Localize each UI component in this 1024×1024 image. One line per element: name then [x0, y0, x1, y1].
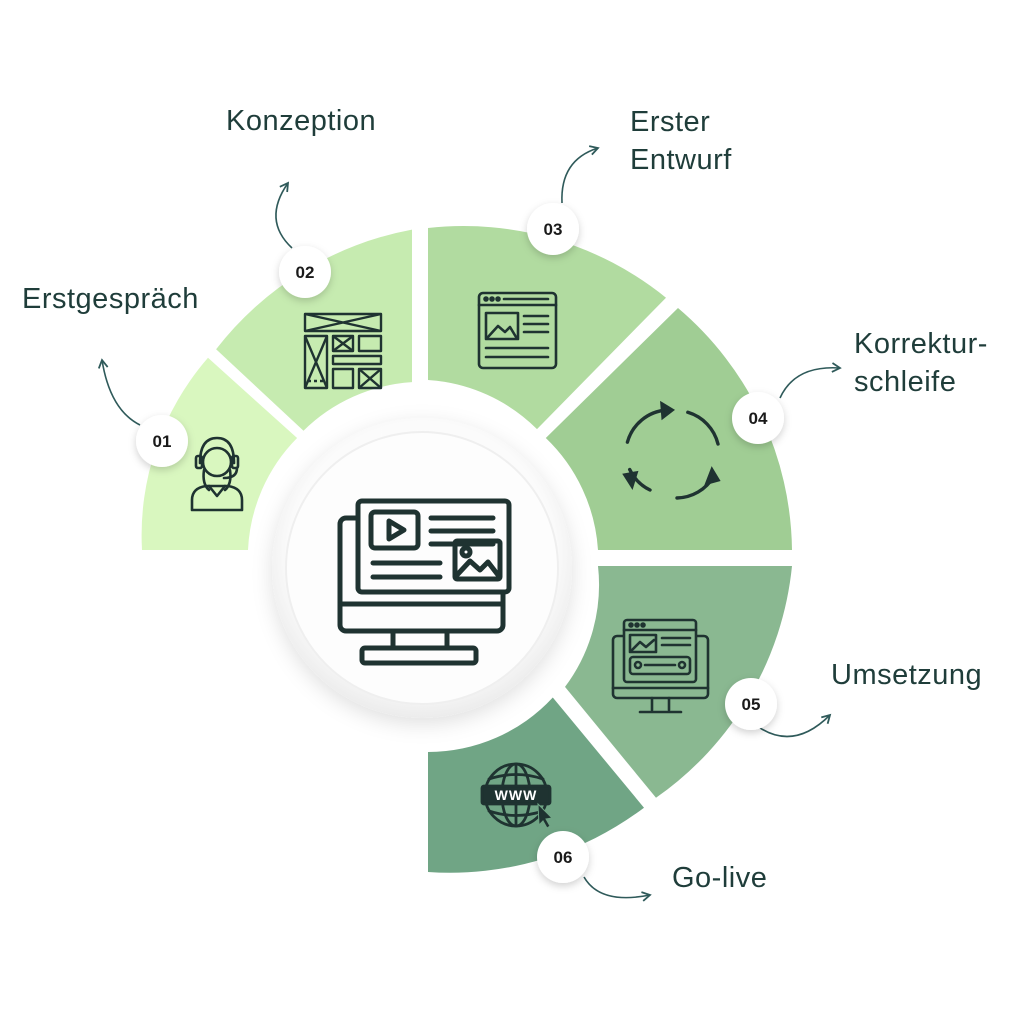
headset-person-icon: [190, 436, 244, 512]
badge-05-number: 05: [742, 695, 761, 714]
wireframe-layout-icon: [303, 312, 383, 390]
website-monitor-icon: [611, 618, 710, 714]
arrow-06: [583, 876, 652, 902]
badge-01: 01: [136, 415, 188, 467]
monitor-media-icon: [337, 498, 512, 666]
badge-02: 02: [279, 246, 331, 298]
arrow-03: [561, 145, 600, 204]
badge-03: 03: [527, 203, 579, 255]
badge-05: 05: [725, 678, 777, 730]
step-label-erstgespraech: Erstgespräch: [22, 283, 199, 315]
step-label-umsetzung: Umsetzung: [831, 659, 983, 691]
badge-04: 04: [732, 392, 784, 444]
refresh-cycle-icon: [622, 400, 721, 500]
badge-04-number: 04: [749, 409, 768, 428]
arrow-04: [779, 362, 842, 399]
step-label-konzeption: Konzeption: [226, 105, 377, 137]
segment-04: [545, 308, 792, 550]
arrow-02: [275, 181, 293, 249]
step-label-go-live: Go-live: [672, 862, 768, 894]
segment-03: [428, 226, 666, 430]
badge-01-number: 01: [153, 432, 172, 451]
badge-02-number: 02: [296, 263, 315, 282]
step-label-korrekturschleife: Korrektur-schleife: [854, 328, 988, 398]
browser-draft-icon: [477, 291, 558, 370]
badge-03-number: 03: [544, 220, 563, 239]
svg-text:WWW: WWW: [495, 787, 538, 803]
arrow-01: [97, 358, 141, 426]
segment-01: [141, 357, 298, 550]
badge-06-number: 06: [554, 848, 573, 867]
www-globe-icon: WWW: [480, 762, 554, 829]
number-badges: 01 02 03 04 05 06: [136, 203, 784, 883]
arrow-05: [759, 713, 832, 738]
badge-06: 06: [537, 831, 589, 883]
step-arrows: [97, 145, 842, 902]
